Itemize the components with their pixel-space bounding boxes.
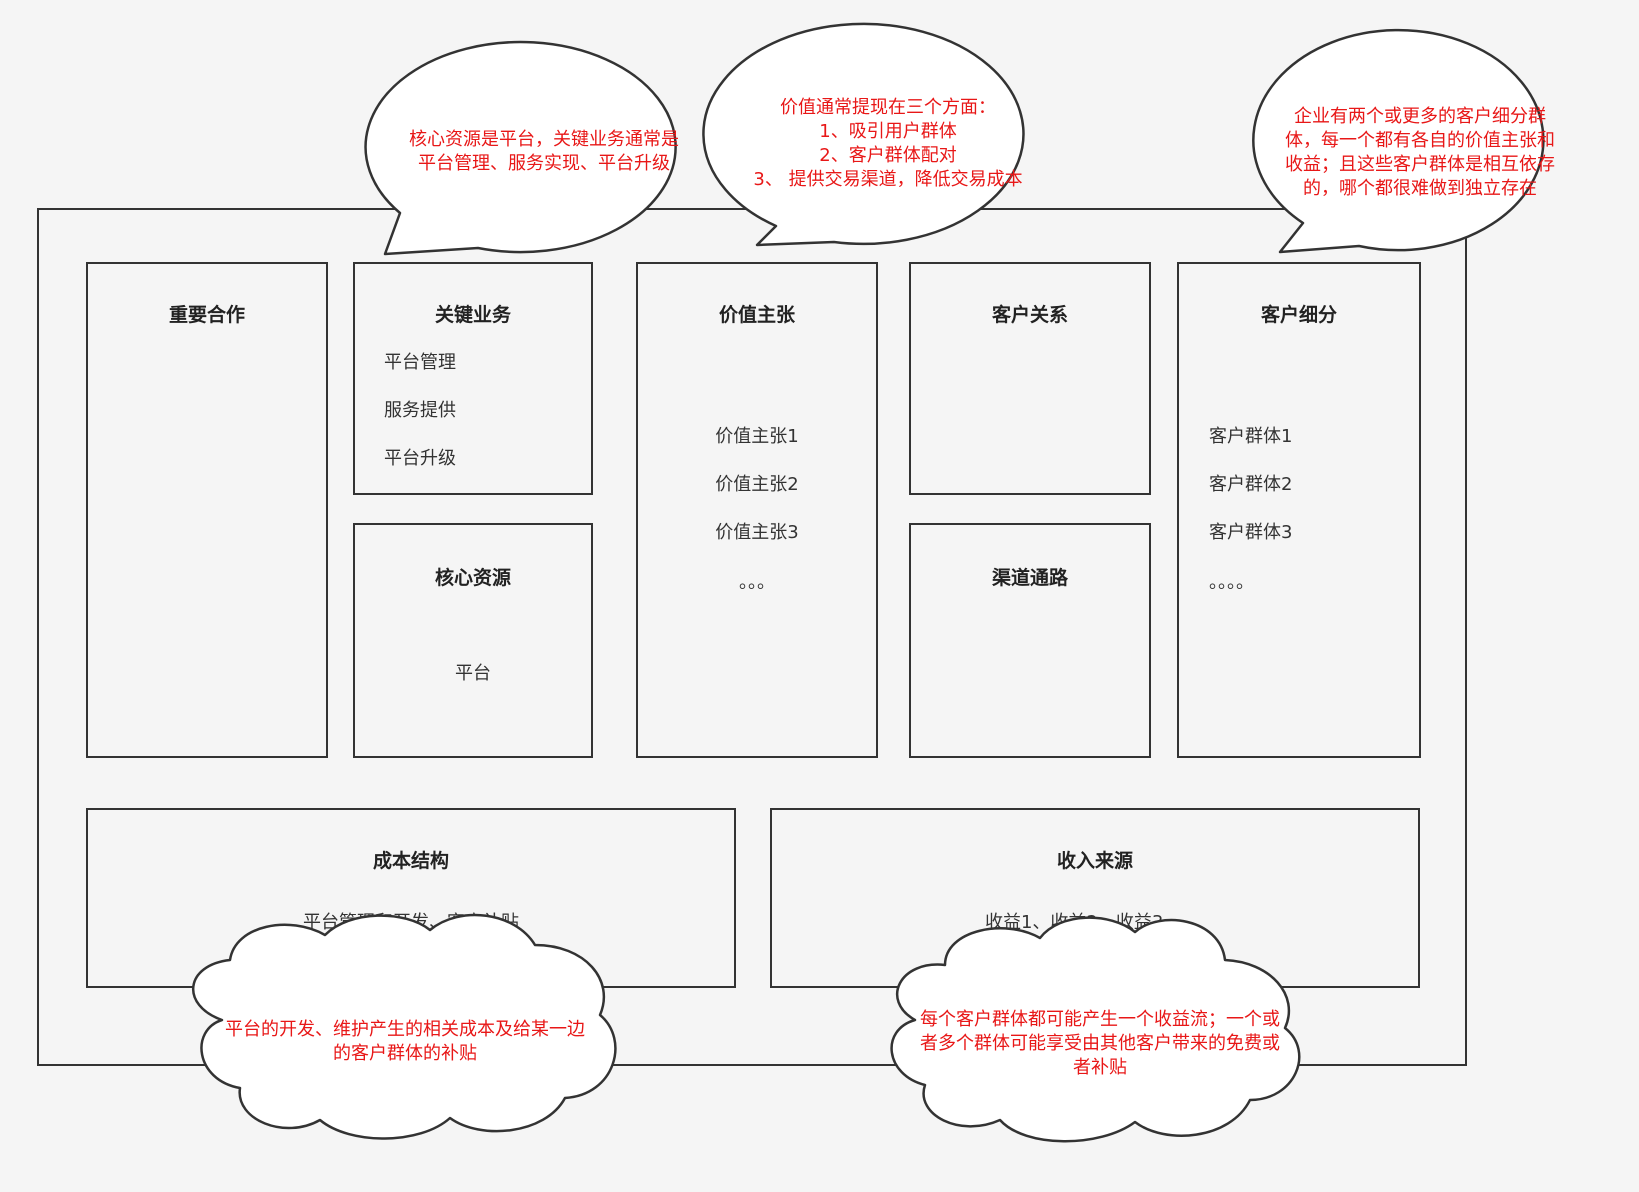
value-proposition-item: 价值主张1 [715, 426, 799, 447]
key-activity-item: 平台管理 [384, 352, 456, 373]
callout-line: 核心资源是平台，关键业务通常是 [409, 129, 679, 150]
callout-core-resources-text: 核心资源是平台，关键业务通常是 平台管理、服务实现、平台升级 [389, 128, 699, 176]
value-proposition-item: 价值主张3 [715, 522, 799, 543]
key-activities-title: 关键业务 [434, 304, 511, 326]
callout-segments-text: 企业有两个或更多的客户细分群 体，每一个都有各自的价值主张和 收益；且这些客户群… [1275, 105, 1565, 201]
callout-cost-text: 平台的开发、维护产生的相关成本及给某一边 的客户群体的补贴 [200, 1018, 610, 1066]
cost-structure-title: 成本结构 [372, 850, 449, 872]
key-resource-item: 平台 [455, 663, 491, 684]
revenue-streams-title: 收入来源 [1056, 850, 1133, 872]
cloud-cost [192, 913, 617, 1140]
callout-line: 体，每一个都有各自的价值主张和 [1285, 130, 1555, 151]
speech-bubble-segments [1252, 28, 1545, 254]
callout-line: 企业有两个或更多的客户细分群 [1294, 106, 1546, 127]
cloud-revenue [890, 916, 1301, 1143]
channels-title: 渠道通路 [991, 567, 1068, 589]
callout-line: 3、 提供交易渠道，降低交易成本 [753, 169, 1023, 190]
value-propositions-title: 价值主张 [718, 304, 795, 326]
callout-line: 1、吸引用户群体 [819, 121, 957, 142]
callout-line: 者多个群体可能享受由其他客户带来的免费或 [920, 1033, 1280, 1054]
customer-segment-ellipsis: 。。。。 [1209, 572, 1254, 593]
key-activity-item: 服务提供 [384, 400, 456, 421]
callout-line: 收益；且这些客户群体是相互依存 [1285, 154, 1555, 175]
customer-segments-title: 客户细分 [1260, 304, 1337, 326]
customer-segments-box: 客户细分 客户群体1 客户群体2 客户群体3 。。。。 [1177, 262, 1421, 758]
callout-value-text: 价值通常提现在三个方面： 1、吸引用户群体 2、客户群体配对 3、 提供交易渠道… [728, 96, 1048, 192]
key-partners-title: 重要合作 [168, 304, 245, 326]
key-resources-title: 核心资源 [434, 567, 511, 589]
callout-line: 2、客户群体配对 [819, 145, 957, 166]
callout-line: 价值通常提现在三个方面： [780, 97, 996, 118]
callout-line: 每个客户群体都可能产生一个收益流；一个或 [920, 1009, 1280, 1030]
channels-box: 渠道通路 [909, 523, 1151, 758]
callout-line: 的客户群体的补贴 [333, 1043, 477, 1064]
callout-line: 平台管理、服务实现、平台升级 [418, 153, 670, 174]
speech-bubble-core-resources [364, 40, 677, 256]
key-resources-box: 核心资源 平台 [353, 523, 593, 758]
value-proposition-item: 价值主张2 [715, 474, 799, 495]
value-proposition-ellipsis: 。。。 [739, 572, 775, 593]
callout-line: 的，哪个都很难做到独立存在 [1303, 178, 1537, 199]
customer-segment-item: 客户群体2 [1209, 474, 1293, 495]
customer-segment-item: 客户群体1 [1209, 426, 1293, 447]
customer-relationships-title: 客户关系 [991, 304, 1068, 326]
speech-bubble-value [702, 22, 1025, 247]
callout-line: 者补贴 [1073, 1057, 1127, 1078]
callout-line: 平台的开发、维护产生的相关成本及给某一边 [225, 1019, 585, 1040]
key-activities-box: 关键业务 平台管理 服务提供 平台升级 [353, 262, 593, 495]
customer-segment-item: 客户群体3 [1209, 522, 1293, 543]
customer-relationships-box: 客户关系 [909, 262, 1151, 495]
key-activity-item: 平台升级 [384, 448, 456, 469]
callout-revenue-text: 每个客户群体都可能产生一个收益流；一个或 者多个群体可能享受由其他客户带来的免费… [900, 1008, 1300, 1080]
value-propositions-box: 价值主张 价值主张1 价值主张2 价值主张3 。。。 [636, 262, 878, 758]
key-partners-box: 重要合作 [86, 262, 328, 758]
